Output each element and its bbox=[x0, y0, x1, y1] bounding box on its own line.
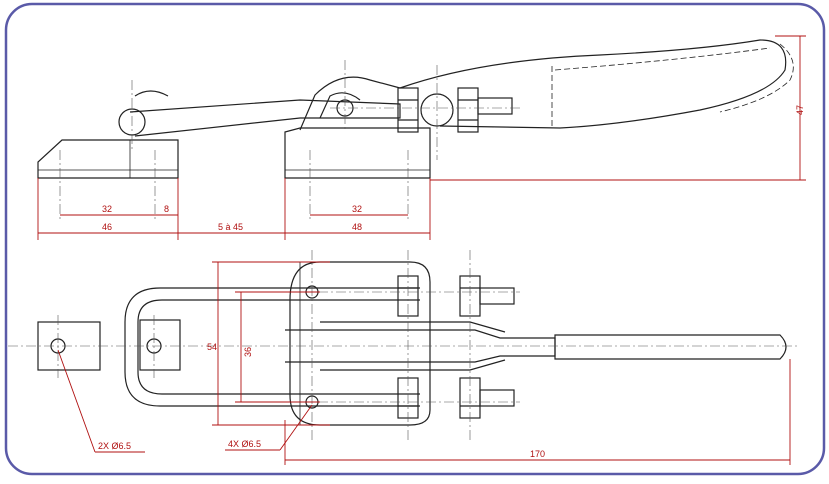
side-centerlines bbox=[59, 60, 520, 222]
dim-170: 170 bbox=[530, 449, 545, 459]
nut-left bbox=[397, 87, 419, 133]
plan-dimensions bbox=[57, 261, 791, 465]
dim-48: 48 bbox=[352, 222, 362, 232]
dim-54: 54 bbox=[207, 342, 217, 352]
pivot-block bbox=[139, 319, 181, 371]
handle-rod bbox=[129, 99, 401, 137]
side-view bbox=[37, 39, 794, 179]
left-base bbox=[37, 139, 179, 179]
plan-view bbox=[37, 261, 787, 426]
dim-46: 46 bbox=[102, 222, 112, 232]
side-dimensions bbox=[37, 35, 806, 240]
u-bar-inner bbox=[137, 299, 420, 395]
lever-body bbox=[299, 76, 401, 131]
dim-32-right: 32 bbox=[352, 204, 362, 214]
sheet-border bbox=[4, 2, 826, 476]
dim-36: 36 bbox=[243, 347, 253, 357]
right-base bbox=[284, 127, 431, 179]
dim-8: 8 bbox=[164, 204, 169, 214]
plan-centerlines bbox=[8, 250, 800, 440]
handle-grip bbox=[554, 334, 787, 360]
lever-handle bbox=[399, 39, 787, 129]
base-plate bbox=[289, 261, 431, 426]
dim-5a45: 5 à 45 bbox=[218, 222, 243, 232]
u-bar-outer bbox=[124, 287, 420, 407]
dim-32-left: 32 bbox=[102, 204, 112, 214]
dim-47: 47 bbox=[795, 105, 805, 115]
nut-right bbox=[457, 87, 479, 133]
dim-4x-hole: 4X Ø6.5 bbox=[228, 439, 261, 449]
dim-2x-hole: 2X Ø6.5 bbox=[98, 441, 131, 451]
